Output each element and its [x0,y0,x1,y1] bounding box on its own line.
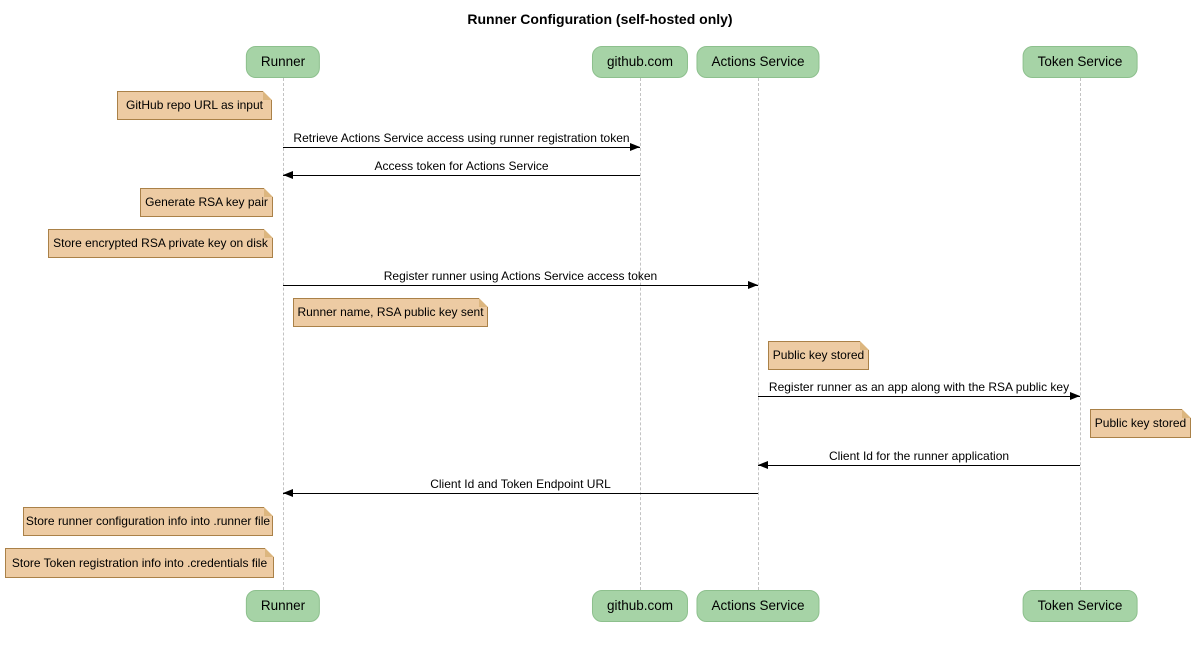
message-1: Retrieve Actions Service access using ru… [283,131,640,151]
participant-github-top: github.com [591,46,689,78]
note-fold-corner-icon [264,507,273,516]
note-fold-corner-icon [860,341,869,350]
note: Store encrypted RSA private key on disk [48,229,273,258]
note-fold-corner-icon [479,298,488,307]
note-fold-corner-icon [1182,409,1191,418]
message-label: Client Id and Token Endpoint URL [430,477,611,491]
note-fold-corner-icon [265,548,274,557]
note-label: GitHub repo URL as input [126,98,263,112]
participant-github-bottom: github.com [591,590,689,622]
message-line [283,171,640,179]
message-line [283,489,758,497]
note-fold-corner-icon [263,91,272,100]
participant-actions-top: Actions Service [696,46,820,78]
lifeline-github [639,78,641,590]
note-label: Store encrypted RSA private key on disk [53,236,268,250]
note: GitHub repo URL as input [117,91,272,120]
message-line [758,461,1080,469]
note: Public key stored [1090,409,1191,438]
arrowhead-right-icon [630,143,640,151]
message-line [283,281,758,289]
arrowhead-left-icon [758,461,768,469]
note-fold-corner-icon [264,229,273,238]
arrowhead-right-icon [748,281,758,289]
message-label: Access token for Actions Service [374,159,549,173]
note: Store runner configuration info into .ru… [23,507,273,536]
note: Public key stored [768,341,869,370]
arrowhead-left-icon [283,489,293,497]
note: Generate RSA key pair [140,188,273,217]
message-3: Register runner using Actions Service ac… [283,269,758,289]
message-label: Retrieve Actions Service access using ru… [293,131,630,145]
lifeline-token [1079,78,1081,590]
arrowhead-right-icon [1070,392,1080,400]
diagram-title: Runner Configuration (self-hosted only) [467,11,733,27]
note-label: Store runner configuration info into .ru… [25,514,271,528]
message-2: Access token for Actions Service [283,159,640,179]
participant-token-bottom: Token Service [1022,590,1138,622]
message-label: Register runner using Actions Service ac… [383,269,658,283]
participant-runner-top: Runner [245,46,321,78]
note-fold-corner-icon [264,188,273,197]
note-label: Public key stored [1094,416,1187,430]
message-label: Register runner as an app along with the… [768,380,1070,394]
participant-actions-bottom: Actions Service [696,590,820,622]
message-line [283,143,640,151]
lifeline-runner [282,78,284,590]
participant-runner-bottom: Runner [245,590,321,622]
note-label: Public key stored [772,348,865,362]
lifeline-actions [757,78,759,590]
arrowhead-left-icon [283,171,293,179]
message-6: Client Id and Token Endpoint URL [283,477,758,497]
note-label: Runner name, RSA public key sent [297,305,484,319]
note-label: Generate RSA key pair [145,195,268,209]
note-label: Store Token registration info into .cred… [11,556,268,570]
message-4: Register runner as an app along with the… [758,380,1080,400]
message-5: Client Id for the runner application [758,449,1080,469]
message-label: Client Id for the runner application [828,449,1010,463]
message-line [758,392,1080,400]
participant-token-top: Token Service [1022,46,1138,78]
note: Store Token registration info into .cred… [5,548,274,578]
note: Runner name, RSA public key sent [293,298,488,327]
